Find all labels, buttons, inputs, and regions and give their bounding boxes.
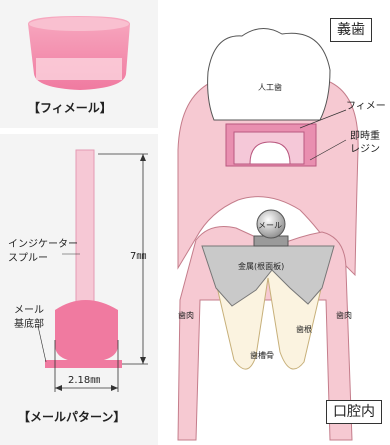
female-label: フィメー: [346, 102, 386, 112]
artificial-tooth-label: 人工歯: [258, 84, 282, 92]
resin-label-1: 即時重: [350, 132, 380, 142]
resin-label-2: レジン: [350, 145, 380, 155]
oral-cavity-label: 口腔内: [326, 400, 382, 424]
width-dimension: 2.18㎜: [68, 376, 100, 386]
female-part: [28, 16, 130, 90]
height-dimension: 7㎜: [130, 252, 146, 262]
male-pattern-caption: 【メールパターン】: [18, 411, 125, 423]
male-label: メール: [258, 222, 282, 230]
bone-label: 歯槽骨: [250, 352, 274, 360]
base-label-1: メール: [14, 306, 44, 316]
metal-label: 金属(根面板): [238, 263, 284, 271]
base-label-2: 基底部: [14, 320, 44, 330]
gum-left-label: 歯肉: [178, 312, 194, 320]
female-caption: 【フィメール】: [28, 102, 112, 114]
sprue-label-2: スプルー: [8, 254, 48, 264]
root-label: 歯根: [296, 326, 312, 334]
denture-label: 義歯: [330, 18, 372, 42]
male-pattern: [38, 150, 148, 392]
sprue-label-1: インジケーター: [8, 240, 78, 250]
gum-right-label: 歯肉: [336, 312, 352, 320]
